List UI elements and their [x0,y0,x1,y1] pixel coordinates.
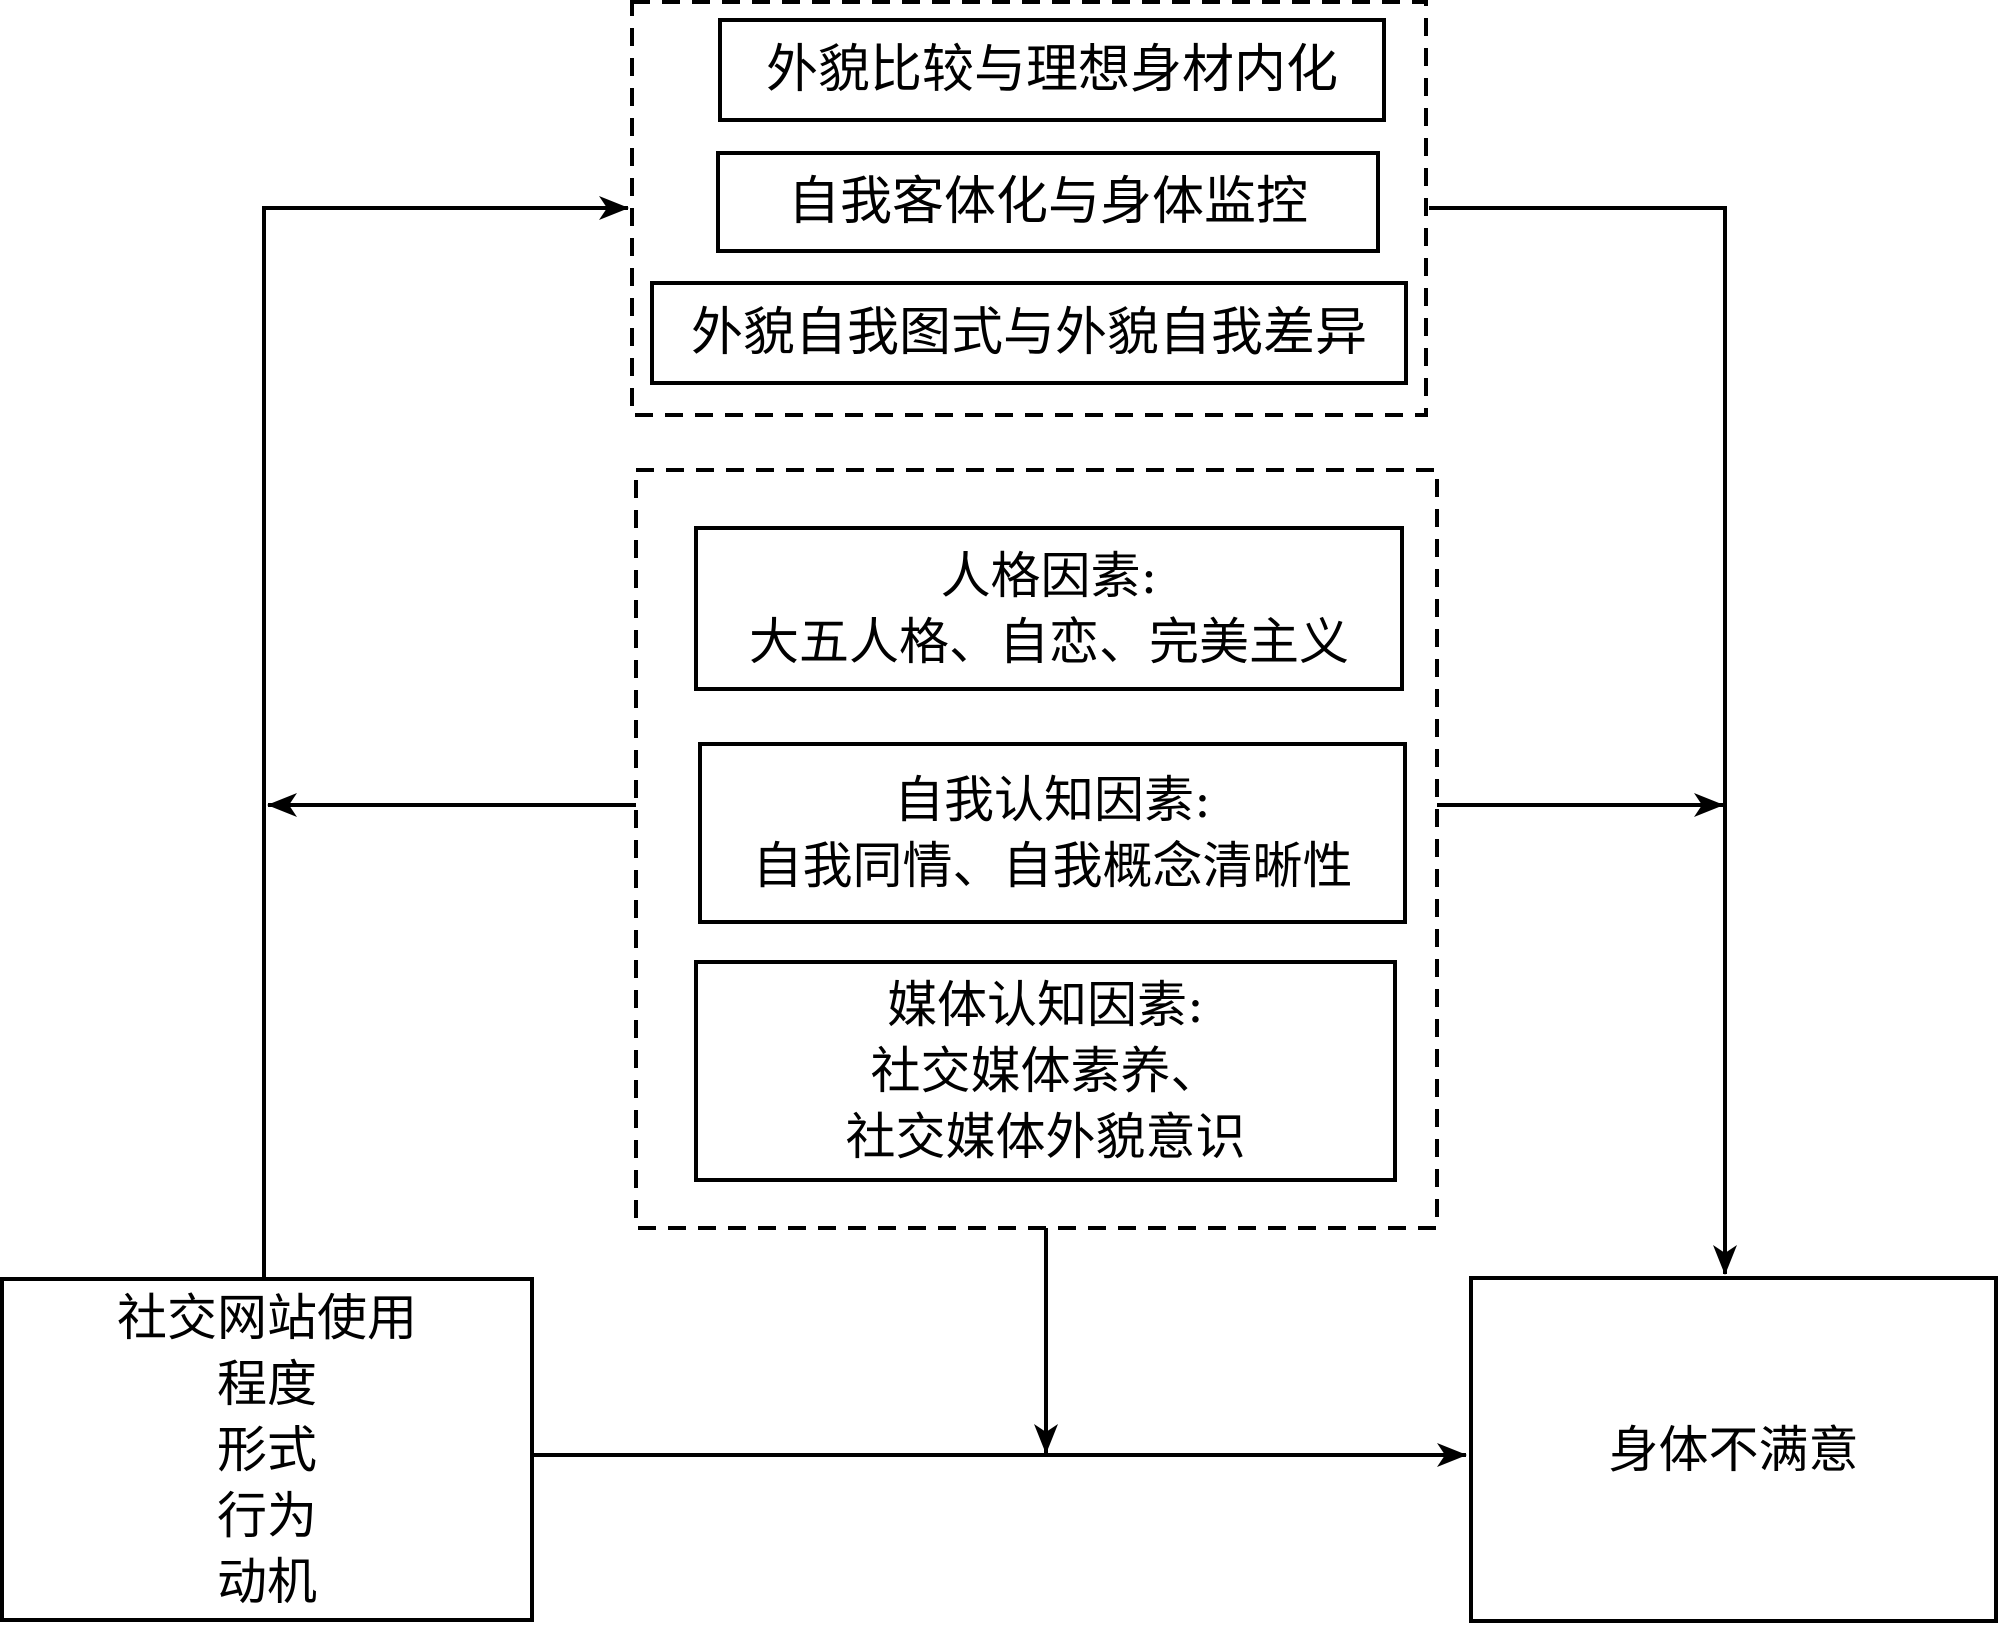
mediator-label: 外貌比较与理想身材内化 [765,40,1338,100]
arrow-source-to-mediators [262,196,629,1277]
moderator-title: 媒体认知因素: [887,976,1204,1034]
outcome-box-body-dissatisfaction: 身体不满意 [1469,1276,1998,1623]
moderator-title: 自我认知因素: [894,771,1211,829]
moderator-title: 人格因素: [940,546,1158,605]
source-dimension: 形式 [217,1420,317,1479]
mediator-label: 自我客体化与身体监控 [787,172,1308,232]
moderator-box-personality: 人格因素: 大五人格、自恋、完美主义 [694,526,1404,691]
mediator-box-appearance-comparison: 外貌比较与理想身材内化 [718,18,1386,122]
moderator-detail-line: 社交媒体外貌意识 [845,1108,1246,1166]
mediator-box-self-objectification: 自我客体化与身体监控 [716,151,1380,253]
moderator-box-self-cognition: 自我认知因素: 自我同情、自我概念清晰性 [698,742,1407,924]
moderator-box-media-cognition: 媒体认知因素: 社交媒体素养、 社交媒体外貌意识 [694,960,1397,1182]
moderators-dashed-group [634,468,1439,1230]
source-title: 社交网站使用 [117,1288,417,1347]
arrow-mediators-to-outcome [1429,206,1737,1275]
source-dimension: 动机 [217,1552,317,1611]
source-box-sns-use: 社交网站使用 程度 形式 行为 动机 [0,1277,534,1622]
mediator-label: 外貌自我图式与外貌自我差异 [690,303,1367,363]
moderator-detail-line: 社交媒体素养、 [870,1042,1221,1100]
moderator-detail: 自我同情、自我概念清晰性 [752,837,1353,895]
source-dimension: 程度 [217,1354,317,1413]
moderator-detail: 大五人格、自恋、完美主义 [749,612,1349,671]
source-dimension: 行为 [217,1486,317,1545]
mediators-dashed-group [630,0,1428,417]
outcome-label: 身体不满意 [1608,1420,1859,1479]
mediator-box-appearance-schema: 外貌自我图式与外貌自我差异 [650,281,1408,385]
